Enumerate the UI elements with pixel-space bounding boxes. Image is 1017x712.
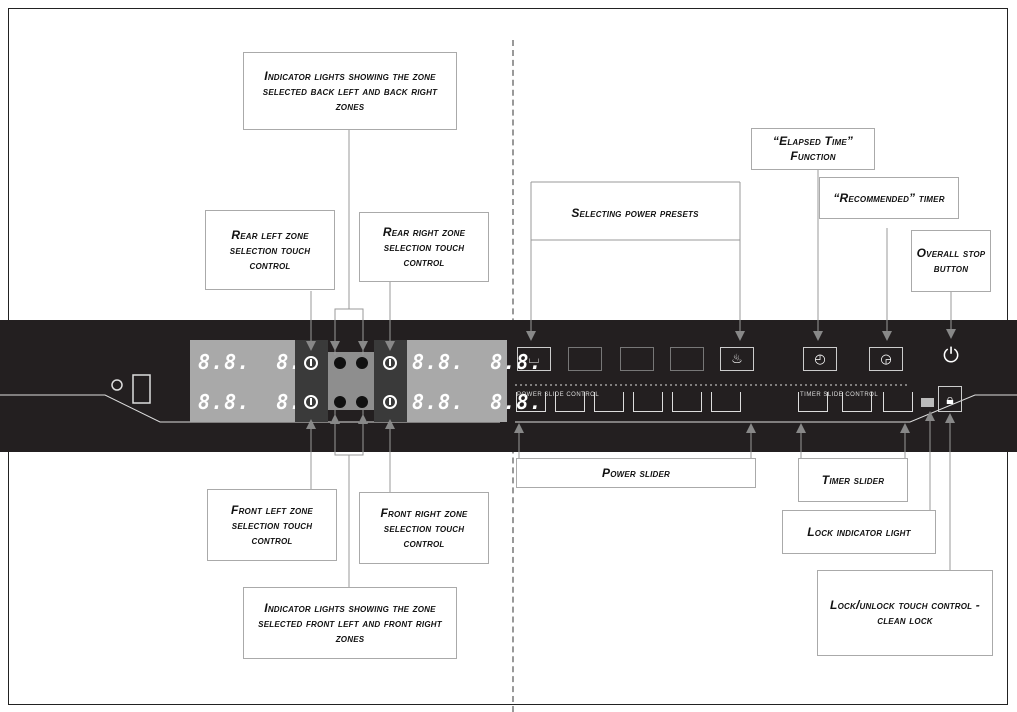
callout-timer-slider: Timer slider <box>798 458 908 502</box>
callout-indicator-front-text: Indicator lights showing the zone select… <box>258 600 442 645</box>
right-display <box>407 340 507 422</box>
callout-front-right: Front right zone selection touch control <box>359 492 489 564</box>
callout-rear-left-text: Rear left zone selection touch control <box>229 227 311 272</box>
front-left-zone-button[interactable] <box>304 395 318 409</box>
rear-right-zone-button[interactable] <box>383 356 397 370</box>
power-slider-key[interactable] <box>594 392 624 412</box>
power-slider-key[interactable] <box>672 392 702 412</box>
recommended-timer-icon[interactable]: ◶ <box>869 347 903 371</box>
power-slider-key[interactable] <box>516 392 546 412</box>
power-preset-2[interactable] <box>568 347 602 371</box>
lock-icon[interactable]: 🔒︎ <box>938 386 962 412</box>
callout-rear-left: Rear left zone selection touch control <box>205 210 335 290</box>
callout-lock-indicator: Lock indicator light <box>782 510 936 554</box>
callout-recommended: “Recommended” timer <box>819 177 959 219</box>
power-preset-boil-icon[interactable]: ♨ <box>720 347 754 371</box>
callout-indicator-back-text: Indicator lights showing the zone select… <box>262 68 438 113</box>
callout-overall-stop: Overall stop button <box>911 230 991 292</box>
control-panel <box>0 320 1017 452</box>
callout-selecting-power: Selecting power presets <box>545 190 725 236</box>
timer-slider-key[interactable] <box>883 392 913 412</box>
callout-overall-stop-text: Overall stop button <box>916 246 986 275</box>
callout-front-right-text: Front right zone selection touch control <box>380 505 468 550</box>
callout-elapsed-time: “Elapsed Time” Function <box>751 128 875 170</box>
power-preset-3[interactable] <box>620 347 654 371</box>
callout-power-slider: Power slider <box>516 458 756 488</box>
power-slider-key[interactable] <box>633 392 663 412</box>
elapsed-time-icon[interactable]: ◴ <box>803 347 837 371</box>
power-preset-4[interactable] <box>670 347 704 371</box>
lock-indicator-light <box>921 398 934 407</box>
callout-lock-unlock-text: Lock/unlock touch control - clean lock <box>830 598 980 627</box>
overall-stop-power-icon[interactable]: ⏻ <box>943 344 959 367</box>
power-slider-key[interactable] <box>711 392 741 412</box>
left-display <box>190 340 295 422</box>
right-display-bottom-digits: 8.8. 8.8. <box>412 390 543 414</box>
callout-timer-slider-text: Timer slider <box>821 472 885 487</box>
callout-selecting-power-text: Selecting power presets <box>571 205 699 220</box>
rear-right-indicator-light <box>356 357 368 369</box>
right-display-top-digits: 8.8. 8.8. <box>412 350 543 374</box>
front-right-indicator-light <box>356 396 368 408</box>
callout-indicator-front: Indicator lights showing the zone select… <box>243 587 457 659</box>
power-slider-key[interactable] <box>555 392 585 412</box>
callout-lock-indicator-text: Lock indicator light <box>807 524 911 539</box>
callout-elapsed-time-text: “Elapsed Time” Function <box>772 134 854 163</box>
callout-rear-right-text: Rear right zone selection touch control <box>382 224 466 269</box>
callout-power-slider-text: Power slider <box>602 465 670 480</box>
front-right-zone-button[interactable] <box>383 395 397 409</box>
callout-recommended-text: “Recommended” timer <box>833 190 945 205</box>
power-preset-low-icon[interactable]: ⌴ <box>517 347 551 371</box>
callout-lock-unlock: Lock/unlock touch control - clean lock <box>817 570 993 656</box>
callout-front-left-text: Front left zone selection touch control <box>231 502 313 547</box>
callout-rear-right: Rear right zone selection touch control <box>359 212 489 282</box>
timer-slider-label: TIMER SLIDE CONTROL <box>800 392 879 398</box>
callout-indicator-back: Indicator lights showing the zone select… <box>243 52 457 130</box>
timer-slider-key[interactable] <box>842 392 872 412</box>
rear-left-zone-button[interactable] <box>304 356 318 370</box>
timer-slider-key[interactable] <box>798 392 828 412</box>
front-left-indicator-light <box>334 396 346 408</box>
rear-left-indicator-light <box>334 357 346 369</box>
power-slider-label: POWER SLIDE CONTROL <box>517 392 600 398</box>
callout-front-left: Front left zone selection touch control <box>207 489 337 561</box>
